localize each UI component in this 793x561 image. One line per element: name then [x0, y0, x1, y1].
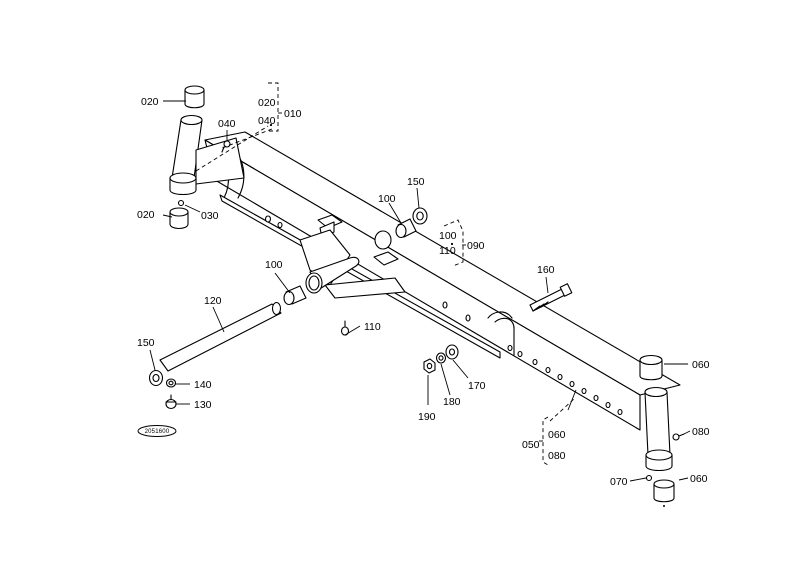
label-120: 120 [204, 295, 222, 307]
center-pivot-bracket [299, 229, 406, 299]
label-030: 030 [201, 210, 219, 222]
label-140: 140 [194, 379, 212, 391]
nut-190 [423, 358, 436, 374]
lock-washer-180 [435, 352, 447, 364]
label-150-right: 150 [407, 176, 425, 188]
label-080-group: 080 [548, 450, 566, 462]
label-130: 130 [194, 399, 212, 411]
nipple-070 [645, 474, 653, 482]
label-060-bottom: 060 [690, 473, 708, 485]
label-160: 160 [537, 264, 555, 276]
label-020-group: 020 [258, 97, 276, 109]
axle-beam [197, 131, 681, 431]
nipple-030 [177, 199, 185, 207]
assembly-brackets [195, 82, 576, 466]
label-040: 040 [218, 118, 236, 130]
part-labels: 020 020 010 040 040 020 030 100 150 100 … [137, 96, 710, 488]
washer-170 [445, 344, 459, 360]
pivot-shaft-120 [159, 301, 282, 372]
label-070: 070 [610, 476, 628, 488]
bushing-100-right [395, 218, 417, 239]
label-090: 090 [467, 240, 485, 252]
bushing-020-bottom [169, 207, 189, 230]
label-010: 010 [284, 108, 302, 120]
left-knuckle [169, 85, 245, 230]
label-110: 110 [364, 321, 381, 333]
label-100-left: 100 [265, 259, 283, 271]
leader-lines [149, 100, 691, 482]
label-190: 190 [418, 411, 436, 423]
label-110-group: 110 [439, 245, 456, 257]
label-170: 170 [468, 380, 486, 392]
bolt-130 [165, 394, 177, 410]
label-080: 080 [692, 426, 710, 438]
label-020-top: 020 [141, 96, 159, 108]
fitting-110 [340, 320, 350, 336]
bushing-020-top [184, 85, 205, 109]
washer-140 [165, 378, 177, 388]
washer-150-left [148, 369, 164, 387]
washer-150-right [412, 207, 428, 225]
figure-number: 2051600 [145, 429, 170, 435]
right-knuckle [639, 354, 685, 507]
label-100-group: 100 [439, 230, 457, 242]
bolt-160 [529, 283, 573, 312]
label-050: 050 [522, 439, 540, 451]
bushing-060-bottom [653, 479, 675, 507]
grease-fitting-080 [672, 433, 685, 441]
label-020-bottom: 020 [137, 209, 155, 221]
label-100-right: 100 [378, 193, 396, 205]
label-040-group: 040 [258, 115, 276, 127]
figure-number-badge: 2051600 [137, 425, 177, 437]
bushing-060-top [639, 354, 663, 381]
label-060-group: 060 [548, 429, 566, 441]
label-150-left: 150 [137, 337, 155, 349]
label-060-top: 060 [692, 359, 710, 371]
label-180: 180 [443, 396, 461, 408]
